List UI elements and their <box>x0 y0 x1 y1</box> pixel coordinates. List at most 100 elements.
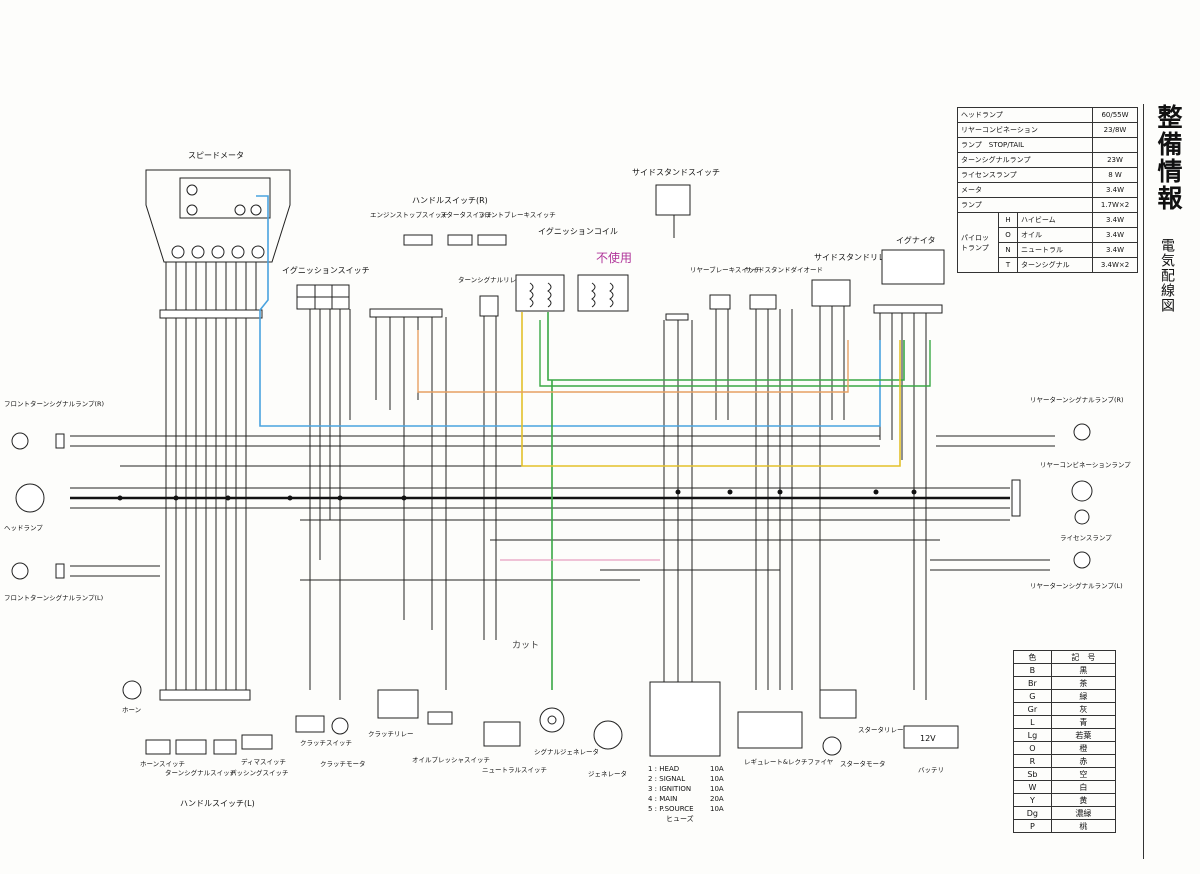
junction-dots <box>117 489 917 501</box>
neutral-switch: ニュートラルスイッチ カット <box>482 640 547 774</box>
fuse-rating: 10A <box>710 785 724 793</box>
side-stand-diode-label: サイドスタンドダイオード <box>745 265 823 274</box>
rear-brake-switch: リヤーブレーキスイッチ <box>690 265 761 310</box>
page-title: 整備情報 <box>1154 104 1183 212</box>
side-stand-diode: サイドスタンドダイオード <box>745 265 823 310</box>
passing-switch-label: パッシングスイッチ <box>230 768 289 777</box>
fuse-name: 2 : SIGNAL <box>648 775 686 783</box>
oil-pressure-switch: オイルプレッシャスイッチ <box>412 711 490 764</box>
rear-combo-label: リヤーコンビネーションランプ <box>1040 460 1131 469</box>
oil-pressure-switch-label: オイルプレッシャスイッチ <box>412 756 490 764</box>
clutch-relay: クラッチリレー <box>368 689 419 738</box>
page-subtitle: 電気配線図 <box>1159 238 1175 313</box>
title-rule <box>1143 104 1144 859</box>
fuse-row: 2 : SIGNAL 10A <box>648 774 724 784</box>
clutch-motor-label: クラッチモータ <box>320 759 366 768</box>
handle-switch-r: ハンドルスイッチ(R) エンジンストップスイッチ スタータスイッチ フロントブレ… <box>369 196 556 318</box>
spec-row: ランプ STOP/TAIL <box>957 137 1138 153</box>
starter-relay: スタータリレー <box>819 689 904 734</box>
fuse-box <box>649 681 721 757</box>
starter-motor: スタータモータ <box>822 736 886 768</box>
battery-voltage: 12V <box>920 734 936 743</box>
front-turn-signal-l: フロントターンシグナルランプ(L) <box>4 562 103 602</box>
horizontal-bus <box>70 435 1055 581</box>
side-stand-relay-label: サイドスタンドリレー <box>814 253 894 262</box>
clutch-relay-label: クラッチリレー <box>368 730 414 738</box>
fuse-rating: 10A <box>710 775 724 783</box>
ignition-coil: イグニッションコイル 不使用 <box>515 226 632 312</box>
generator-label: ジェネレータ <box>588 769 627 778</box>
front-brake-switch-label: フロントブレーキスイッチ <box>478 210 556 219</box>
engine-stop-switch-label: エンジンストップスイッチ <box>370 211 448 219</box>
handle-switch-l: ホーンスイッチ ターンシグナルスイッチ パッシングスイッチ ディマスイッチ ハン… <box>140 689 289 808</box>
meter-connector <box>159 309 263 319</box>
handle-switch-r-label: ハンドルスイッチ(R) <box>412 196 488 205</box>
front-turn-l-label: フロントターンシグナルランプ(L) <box>4 593 103 602</box>
handle-switch-l-label: ハンドルスイッチ(L) <box>180 799 255 808</box>
fuse-row: 1 : HEAD 10A <box>648 764 724 774</box>
pilot-label: ターンシグナル <box>1017 257 1093 273</box>
starter-switch-label: スタータスイッチ <box>440 210 492 219</box>
unused-note: 不使用 <box>596 250 632 265</box>
ignition-coil-label: イグニッションコイル <box>538 226 618 236</box>
regulator-label: レギュレート&レクチファイヤ <box>744 758 833 766</box>
rear-brake-switch-label: リヤーブレーキスイッチ <box>690 265 761 274</box>
generator: ジェネレータ <box>588 720 627 778</box>
horn-switch-label: ホーンスイッチ <box>140 760 185 768</box>
turn-signal-relay: ターンシグナルリレー <box>458 275 523 317</box>
clutch-switch-label: クラッチスイッチ <box>300 739 352 747</box>
side-stand-connector <box>665 313 689 321</box>
igniter: イグナイタ <box>873 235 945 314</box>
fuse-rating: 10A <box>710 765 724 773</box>
signal-generator-label: シグナルジェネレータ <box>534 747 599 756</box>
horn: ホーン <box>122 680 142 714</box>
speedometer: スピードメータ <box>145 151 291 263</box>
ignition-switch: イグニッションスイッチ <box>282 265 370 310</box>
starter-motor-label: スタータモータ <box>840 759 886 768</box>
regulator-rectifier: レギュレート&レクチファイヤ <box>737 711 833 766</box>
rear-turn-signal-l: リヤーターンシグナルランプ(L) <box>1030 551 1123 590</box>
ignition-switch-label: イグニッションスイッチ <box>282 265 370 275</box>
fuse-name: 4 : MAIN <box>648 795 678 803</box>
license-lamp: ライセンスランプ <box>1060 534 1112 542</box>
side-stand-relay: サイドスタンドリレー <box>811 253 894 307</box>
battery-label: バッテリ <box>918 766 944 774</box>
clutch-switch: クラッチスイッチ <box>295 715 352 747</box>
center-vertical-wires <box>309 306 927 700</box>
fuse-name: 1 : HEAD <box>648 765 680 773</box>
igniter-label: イグナイタ <box>896 235 936 245</box>
turn-signal-switch-label: ターンシグナルスイッチ <box>165 768 236 777</box>
horn-label: ホーン <box>122 706 141 714</box>
color-code-symbol: P <box>1013 819 1052 833</box>
neutral-switch-label: ニュートラルスイッチ <box>482 766 547 774</box>
license-lamp-label: ライセンスランプ <box>1060 534 1112 542</box>
speedometer-label: スピードメータ <box>188 151 244 160</box>
fuse-rating: 10A <box>710 805 724 813</box>
meter-wires <box>165 262 257 690</box>
cut-note: カット <box>512 640 539 651</box>
color-code-name: 桃 <box>1050 819 1117 833</box>
pilot-lamp-label: パイロットランプ <box>957 212 999 273</box>
dimmer-switch-label: ディマスイッチ <box>241 757 286 766</box>
side-stand-switch: サイドスタンドスイッチ <box>632 168 720 238</box>
rear-turn-l-label: リヤーターンシグナルランプ(L) <box>1030 581 1123 590</box>
